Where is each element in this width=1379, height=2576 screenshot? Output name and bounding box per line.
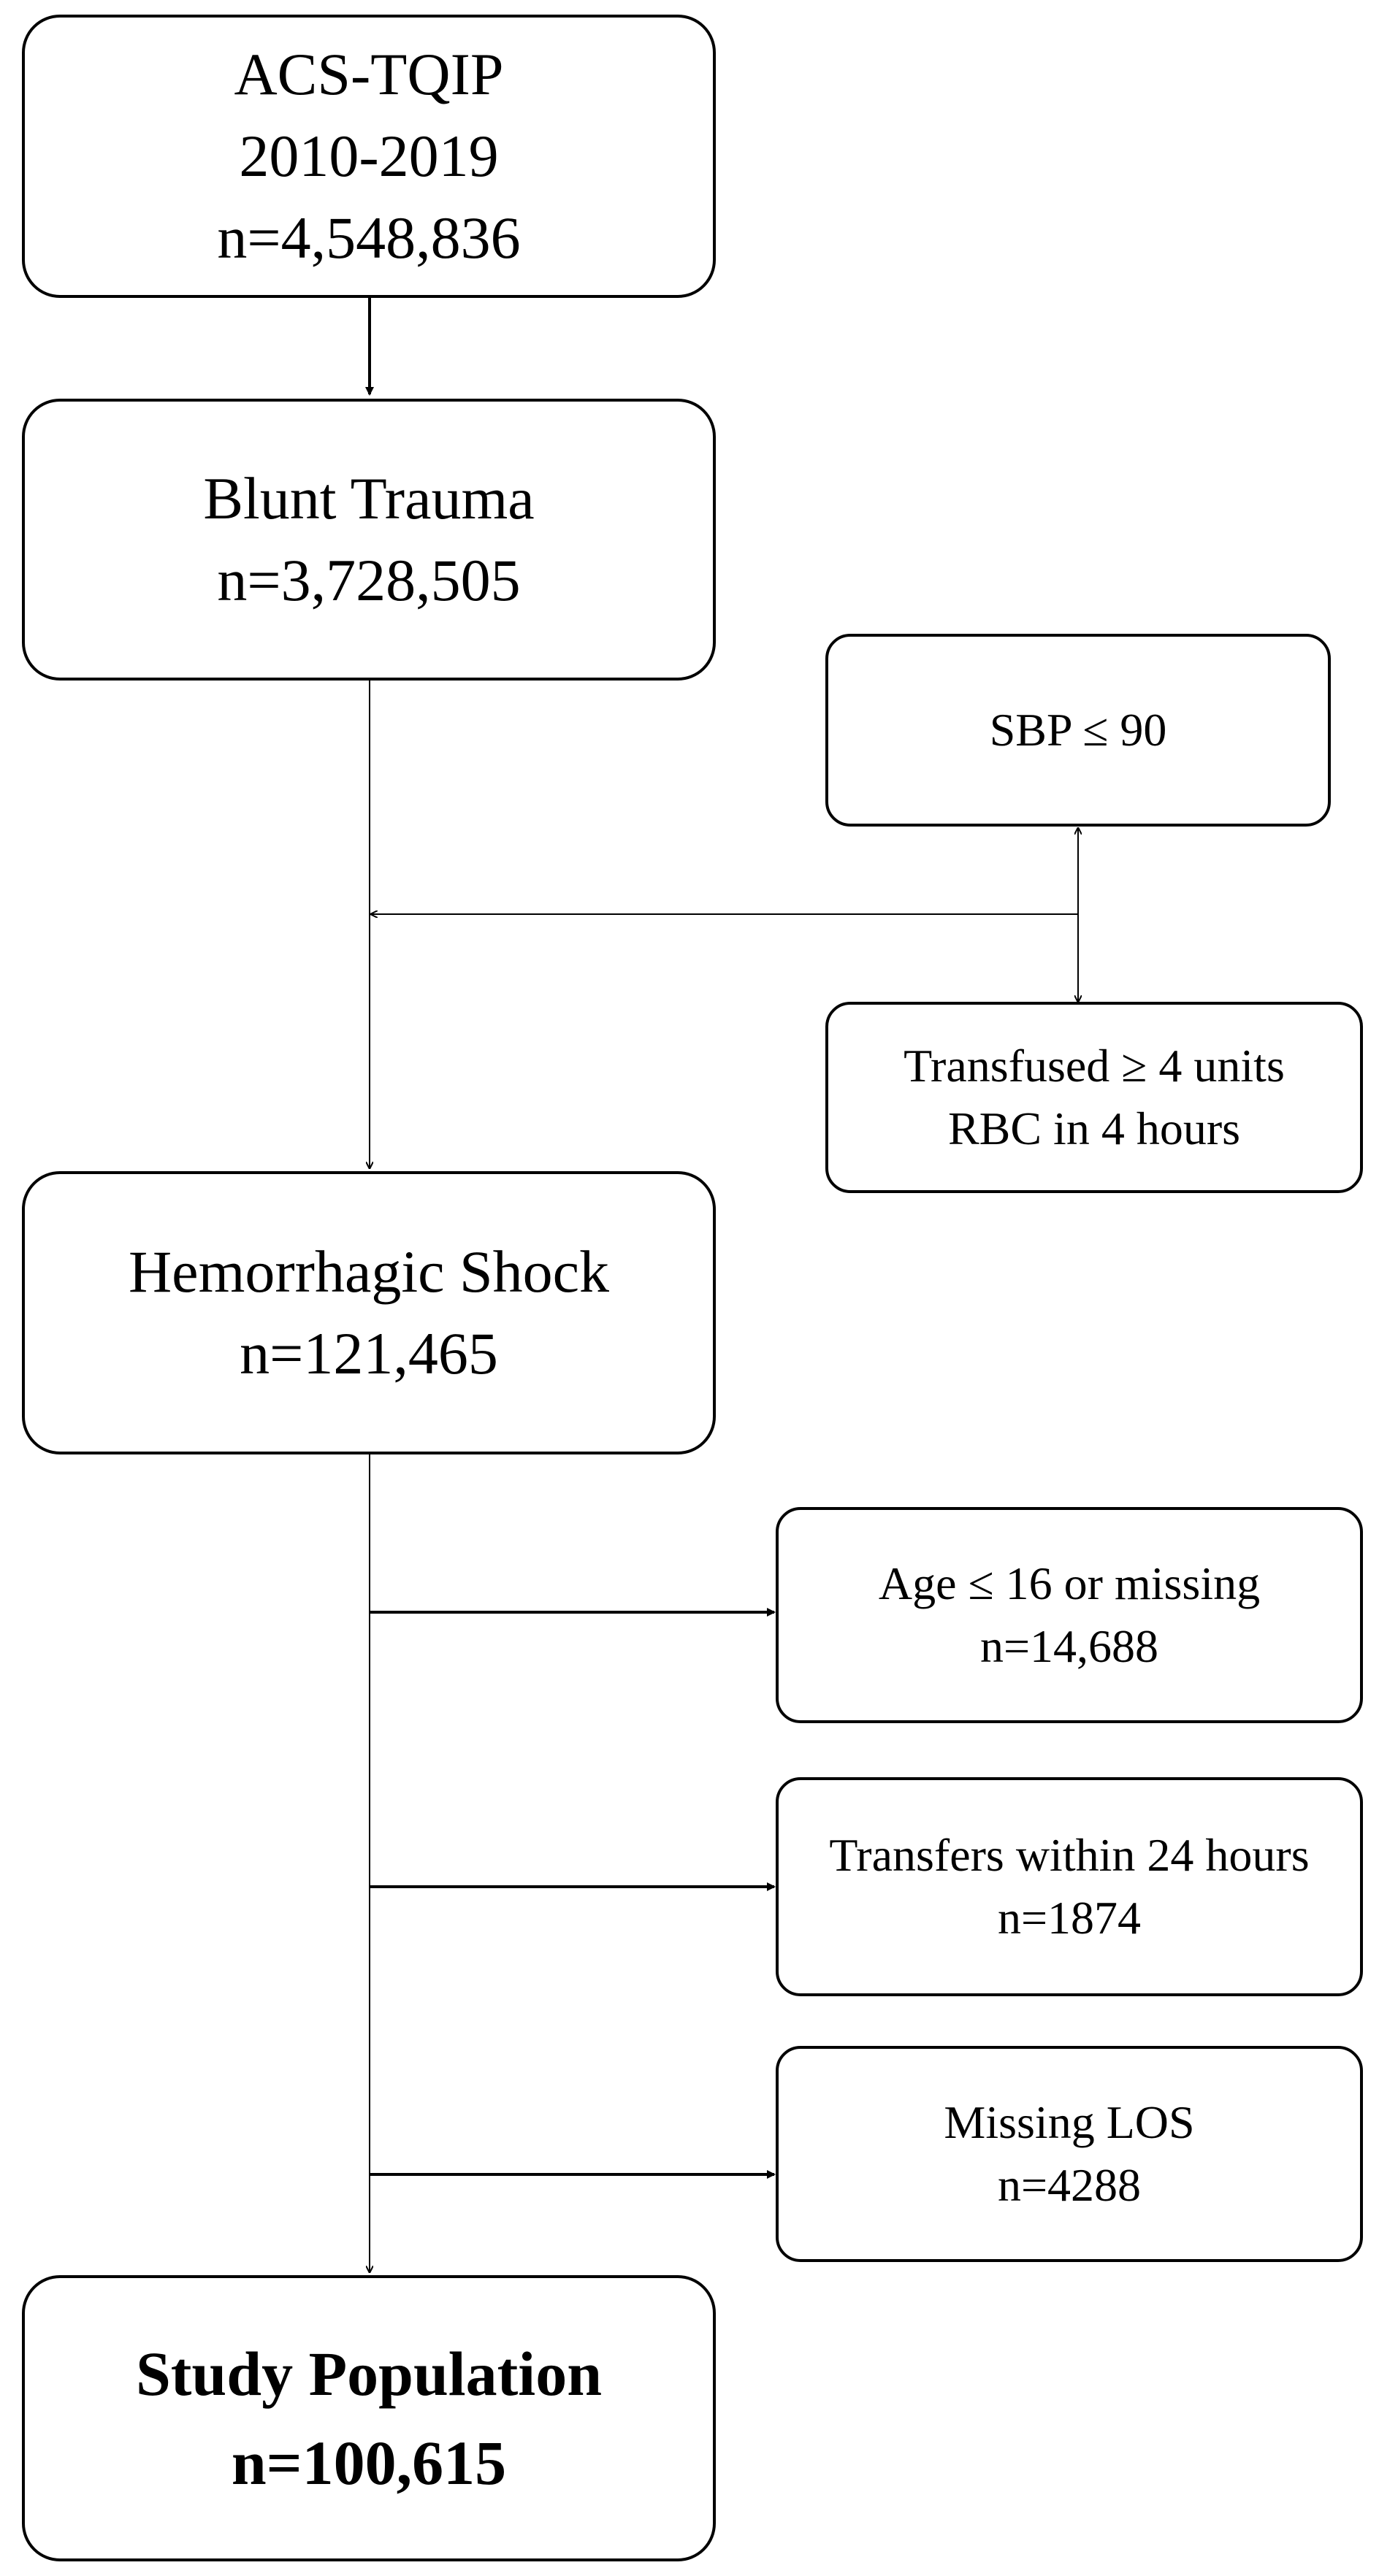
- transfused-criteria-line2: RBC in 4 hours: [947, 1103, 1241, 1154]
- source-box: ACS-TQIP 2010-2019 n=4,548,836: [22, 15, 716, 298]
- transfused-criteria-line1: Transfused ≥ 4 units: [904, 1040, 1285, 1092]
- exclusion-transfers-label: Transfers within 24 hours: [829, 1829, 1310, 1881]
- study-population-count: n=100,615: [231, 2428, 507, 2498]
- exclusion-los-label: Missing LOS: [944, 2096, 1195, 2148]
- exclusion-transfers-count: n=1874: [997, 1892, 1142, 1944]
- source-years: 2010-2019: [239, 123, 499, 189]
- exclusion-age-count: n=14,688: [979, 1620, 1159, 1672]
- hemorrhagic-shock-box: Hemorrhagic Shock n=121,465: [22, 1171, 716, 1454]
- blunt-trauma-label: Blunt Trauma: [203, 465, 535, 532]
- sbp-criteria-label: SBP ≤ 90: [989, 704, 1167, 756]
- hemorrhagic-shock-count: n=121,465: [240, 1320, 498, 1387]
- hemorrhagic-shock-label: Hemorrhagic Shock: [128, 1238, 610, 1305]
- exclusion-age-label: Age ≤ 16 or missing: [878, 1557, 1261, 1609]
- blunt-trauma-count: n=3,728,505: [217, 547, 521, 613]
- blunt-trauma-box: Blunt Trauma n=3,728,505: [22, 399, 716, 681]
- source-count: n=4,548,836: [217, 204, 521, 271]
- exclusion-los-box: Missing LOS n=4288: [776, 2046, 1363, 2262]
- study-population-box: Study Population n=100,615: [22, 2275, 716, 2561]
- exclusion-transfers-box: Transfers within 24 hours n=1874: [776, 1777, 1363, 1996]
- study-population-label: Study Population: [135, 2339, 603, 2409]
- source-title: ACS-TQIP: [234, 41, 504, 107]
- exclusion-los-count: n=4288: [997, 2159, 1142, 2211]
- transfused-criteria-box: Transfused ≥ 4 units RBC in 4 hours: [825, 1002, 1363, 1193]
- sbp-criteria-box: SBP ≤ 90: [825, 634, 1331, 827]
- exclusion-age-box: Age ≤ 16 or missing n=14,688: [776, 1507, 1363, 1723]
